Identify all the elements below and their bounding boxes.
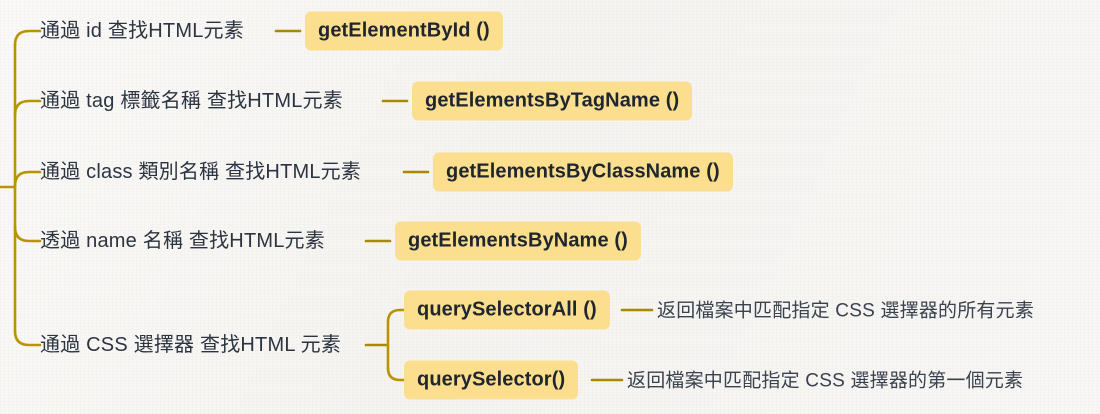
method-badge-getelementsbyclassname[interactable]: getElementsByClassName () <box>433 152 733 192</box>
branch-label-css-selector: 通過 CSS 選擇器 查找HTML 元素 <box>40 334 342 356</box>
branch-elbow-3 <box>13 170 42 188</box>
description-queryselector: 返回檔案中匹配指定 CSS 選擇器的第一個元素 <box>627 370 1024 392</box>
branch-elbow-1 <box>13 29 42 47</box>
branch-elbow-5 <box>13 329 42 347</box>
method-badge-getelementsbyclassname-wrapper: getElementsByClassName () <box>433 152 733 192</box>
method-badge-queryselector-wrapper: querySelector() <box>404 360 579 400</box>
branch-label-class: 通過 class 類別名稱 查找HTML元素 <box>40 161 362 183</box>
branch-elbow-4 <box>13 225 42 243</box>
branch-label-tag: 通過 tag 標籤名稱 查找HTML元素 <box>40 90 343 112</box>
description-queryselectorall: 返回檔案中匹配指定 CSS 選擇器的所有元素 <box>657 300 1035 322</box>
sub-elbow-2 <box>386 366 406 382</box>
method-badge-getelementbyid[interactable]: getElementById () <box>305 11 503 51</box>
method-badge-getelementsbytagname[interactable]: getElementsByTagName () <box>412 81 693 121</box>
method-badge-queryselector[interactable]: querySelector() <box>404 360 579 400</box>
method-badge-getelementsbyname-wrapper: getElementsByName () <box>395 221 641 261</box>
method-badge-queryselectorall-wrapper: querySelectorAll () <box>404 290 610 330</box>
method-badge-getelementsbytagname-wrapper: getElementsByTagName () <box>412 81 693 121</box>
method-badge-queryselectorall[interactable]: querySelectorAll () <box>404 290 610 330</box>
method-badge-getelementbyid-wrapper: getElementById () <box>305 11 503 51</box>
method-badge-getelementsbyname[interactable]: getElementsByName () <box>395 221 641 261</box>
branch-label-id: 通過 id 查找HTML元素 <box>40 20 244 42</box>
branch-label-name: 透過 name 名稱 查找HTML元素 <box>40 230 325 252</box>
branch-elbow-2 <box>13 99 42 117</box>
sub-elbow-1 <box>386 308 406 324</box>
